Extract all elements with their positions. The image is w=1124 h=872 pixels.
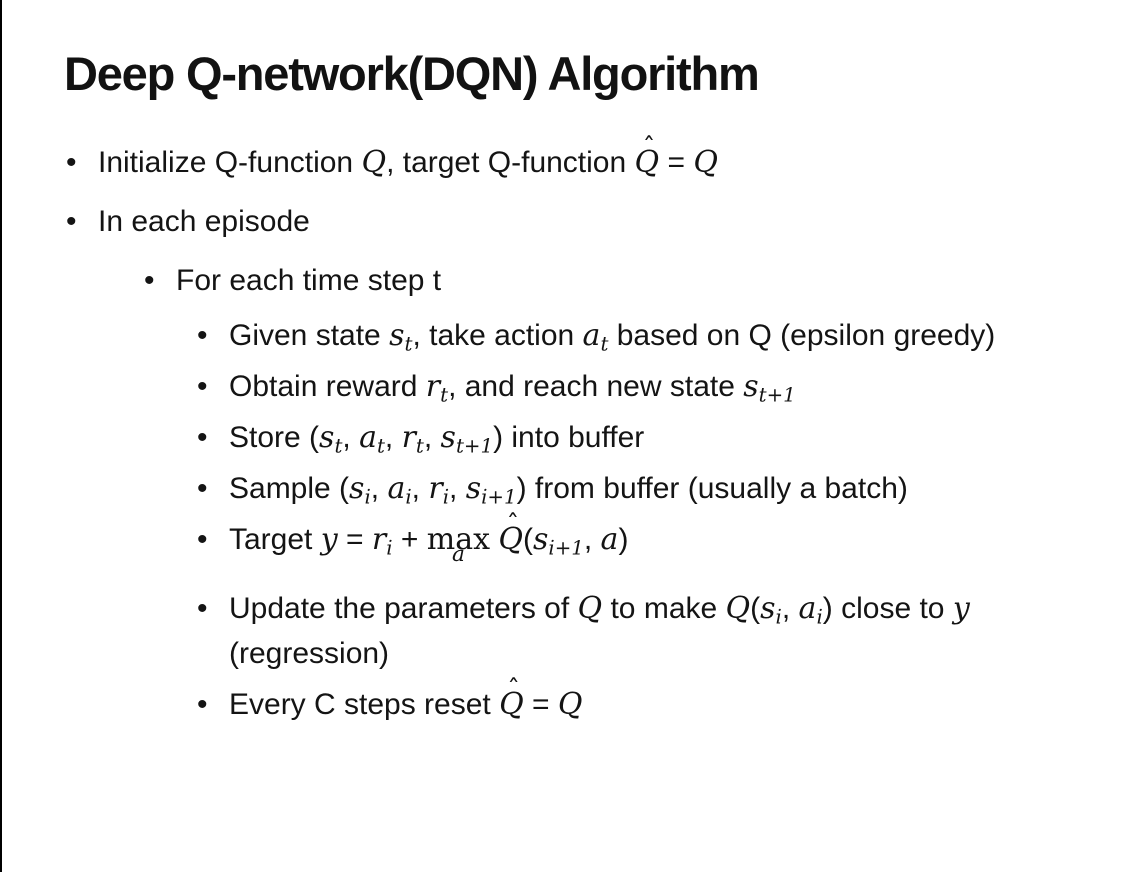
text-run: , <box>781 592 799 625</box>
text-run: ) <box>618 523 629 556</box>
text-run: , take action <box>412 319 583 352</box>
text-run: Update the parameters of <box>229 592 578 625</box>
text-run: , <box>583 523 601 556</box>
bullet-text: Obtain reward rt, and reach new state st… <box>229 364 1070 409</box>
text-run: Q <box>577 591 603 626</box>
text-run: (regression) <box>229 637 390 670</box>
text-run: ) close to <box>822 592 953 625</box>
text-run: , <box>423 421 441 454</box>
slide-title: Deep Q-network(DQN) Algorithm <box>64 47 760 100</box>
text-run: si <box>760 591 782 629</box>
bullet-item: • In each episode <box>64 199 1070 244</box>
text-run: Every C steps reset <box>229 688 500 721</box>
text-run: Target <box>229 523 321 556</box>
text-run: , <box>411 472 429 505</box>
text-run: si+1 <box>532 522 584 560</box>
text-run: , <box>370 472 388 505</box>
text-run: + <box>392 523 427 556</box>
text-run: st+1 <box>743 369 796 407</box>
text-run: ai <box>798 591 823 629</box>
text-run: Obtain reward <box>229 370 426 403</box>
text-run: ( <box>522 523 533 556</box>
bullet-item: • Sample (si, ai, ri, si+1) from buffer (… <box>64 466 1070 511</box>
text-run: = <box>337 523 372 556</box>
text-run: Store ( <box>229 421 320 454</box>
bullet-marker: • <box>66 205 77 238</box>
text-run: ) from buffer (usually a batch) <box>516 472 908 505</box>
text-run: a <box>600 522 619 557</box>
text-run: Q <box>693 145 718 180</box>
bullet-text: Initialize Q-function Q, target Q-functi… <box>98 133 1070 185</box>
text-run: at <box>582 318 609 356</box>
text-run: rt <box>425 369 449 407</box>
text-run: st <box>319 420 343 458</box>
bullet-marker: • <box>197 592 208 625</box>
bullet-item: • Obtain reward rt, and reach new state s… <box>64 364 1070 409</box>
bullet-marker: • <box>197 688 208 721</box>
bullet-marker: • <box>197 421 208 454</box>
bullet-text: Update the parameters of Q to make Q(si,… <box>229 586 1070 676</box>
text-run: , <box>342 421 360 454</box>
text-run: , and reach new state <box>448 370 744 403</box>
text-run: rt <box>401 420 424 458</box>
bullet-item: • For each time step t <box>64 258 1070 303</box>
bullet-text: Given state st, take action at based on … <box>229 313 1070 358</box>
text-run: to make <box>602 592 726 625</box>
text-run: Given state <box>229 319 390 352</box>
bullet-marker: • <box>66 146 77 179</box>
text-run: , <box>449 472 466 505</box>
text-run: Q <box>725 591 751 626</box>
bullet-text: For each time step t <box>176 258 1070 303</box>
text-run: = <box>523 688 558 721</box>
text-run: ( <box>750 592 761 625</box>
text-run: y <box>320 522 338 557</box>
text-run: st <box>389 318 413 356</box>
bullet-marker: • <box>197 523 208 556</box>
text-run: ) into buffer <box>493 421 645 454</box>
text-run: based on Q (epsilon greedy) <box>608 319 996 352</box>
bullet-marker: • <box>144 264 155 297</box>
text-run: , target Q-function <box>386 146 635 179</box>
bullet-item: •Initialize Q-function Q, target Q-funct… <box>64 133 1070 185</box>
bullet-marker: • <box>197 370 208 403</box>
bullet-list: •Initialize Q-function Q, target Q-funct… <box>64 133 1070 733</box>
bullet-text: In each episode <box>98 199 1070 244</box>
bullet-item: • Given state st, take action at based on… <box>64 313 1070 358</box>
text-run: For each time step t <box>176 264 442 297</box>
text-run: In each episode <box>98 205 310 238</box>
text-run: = <box>659 146 694 179</box>
text-run: y <box>952 591 970 626</box>
bullet-marker: • <box>197 319 208 352</box>
bullet-marker: • <box>197 472 208 505</box>
bullet-text: Sample (si, ai, ri, si+1) from buffer (u… <box>229 466 1070 511</box>
bullet-text: Store (st, at, rt, st+1) into buffer <box>229 415 1070 460</box>
text-run <box>490 523 498 556</box>
text-run: ri <box>371 522 393 560</box>
bullet-item: • Store (st, at, rt, st+1) into buffer <box>64 415 1070 460</box>
text-run: Q <box>557 687 583 722</box>
text-run: si+1 <box>465 471 517 509</box>
text-run: Initialize Q-function <box>98 146 362 179</box>
text-run: st+1 <box>440 420 494 458</box>
text-run: at <box>359 420 385 458</box>
text-run: Q <box>361 145 387 180</box>
text-run: , <box>384 421 402 454</box>
text-run: si <box>349 471 371 509</box>
bullet-item: •Update the parameters of Q to make Q(si… <box>64 586 1070 676</box>
text-run: ri <box>428 471 450 509</box>
text-run: Sample ( <box>229 472 350 505</box>
text-run: ai <box>387 471 412 509</box>
